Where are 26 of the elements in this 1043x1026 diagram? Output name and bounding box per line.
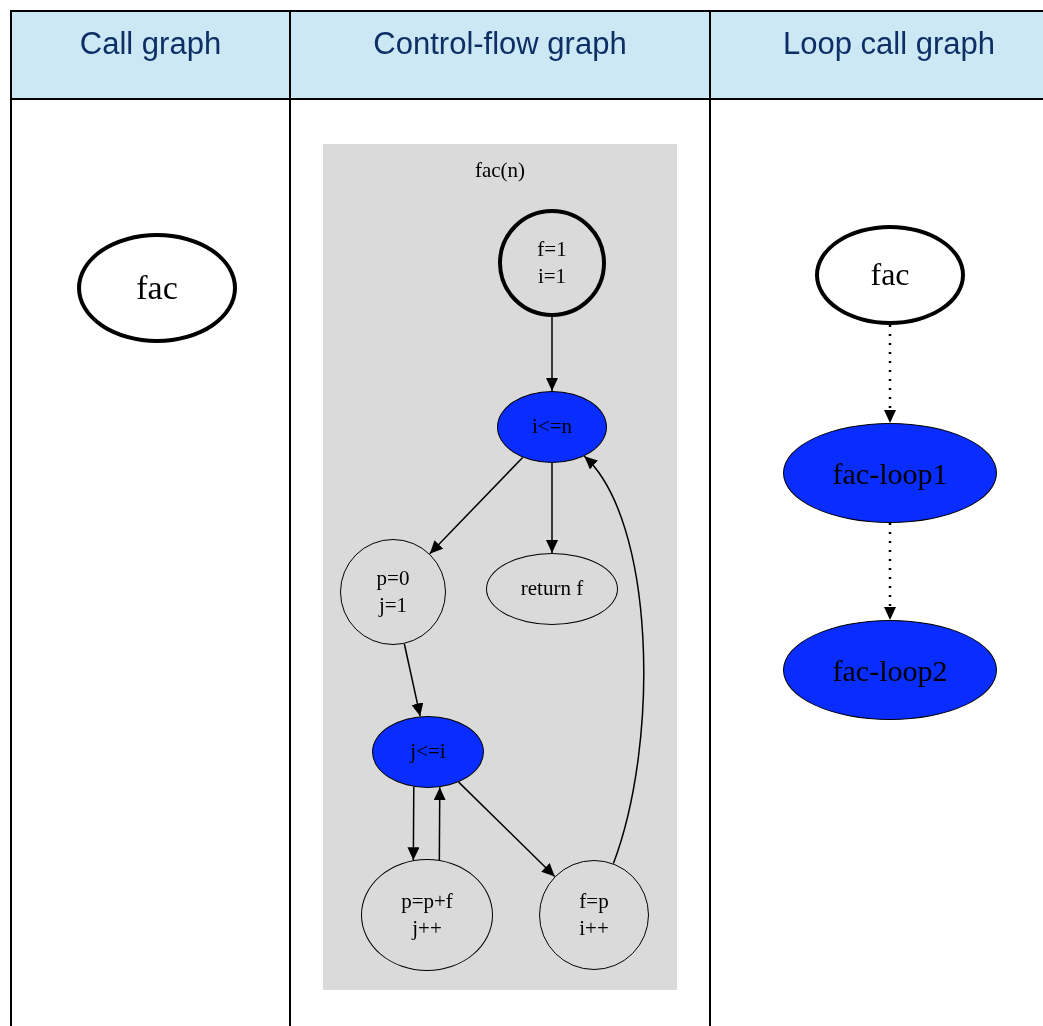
arrow (429, 456, 524, 555)
column-header: Call graph (12, 12, 289, 100)
ellipse-node: fac (815, 225, 965, 325)
dotted-arrow (884, 523, 896, 620)
ellipse-node: p=p+f j++ (361, 859, 493, 971)
dotted-arrow (884, 325, 896, 423)
cluster-title: fac(n) (473, 158, 527, 183)
ellipse-node: return f (486, 553, 618, 625)
ellipse-node: fac-loop2 (783, 620, 997, 720)
ellipse-node: fac (77, 233, 237, 343)
ellipse-node: f=p i++ (539, 860, 649, 970)
column-header: Control-flow graph (291, 12, 709, 100)
ellipse-node: f=1 i=1 (498, 209, 606, 317)
arrow (583, 455, 645, 865)
ellipse-node: p=0 j=1 (340, 539, 446, 645)
arrow (407, 786, 420, 861)
column-header: Loop call graph (711, 12, 1043, 100)
arrow (457, 781, 556, 878)
cluster-box (323, 144, 677, 990)
ellipse-node: j<=i (372, 716, 484, 788)
arrow (546, 316, 558, 392)
arrow (546, 462, 558, 554)
ellipse-node: fac-loop1 (783, 423, 997, 523)
arrow (403, 643, 424, 718)
arrow (433, 786, 446, 861)
ellipse-node: i<=n (497, 391, 607, 463)
